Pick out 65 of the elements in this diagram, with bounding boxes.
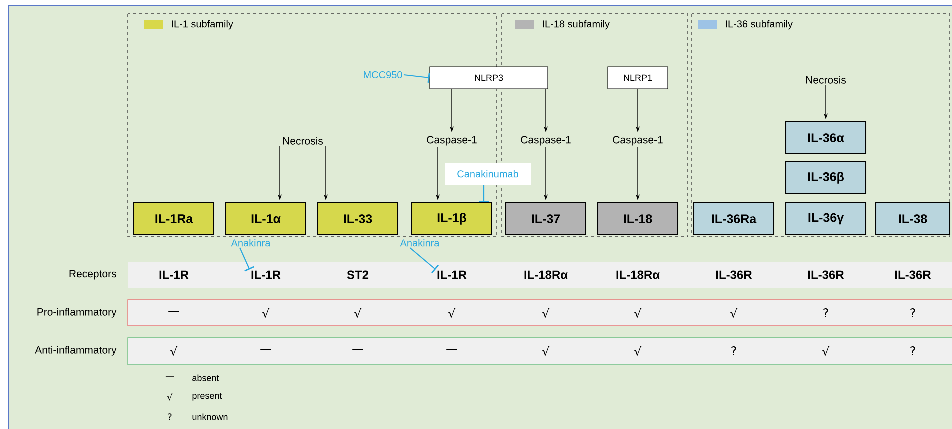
cytokine-box: IL-1α bbox=[226, 202, 306, 236]
process-box: NLRP1 bbox=[608, 66, 668, 90]
arrow bbox=[404, 72, 430, 83]
cytokine-box: IL-36γ bbox=[786, 202, 866, 236]
receptor-label: IL-36R bbox=[808, 270, 844, 280]
drug-label: Anakinra bbox=[231, 239, 271, 247]
receptor-label: IL-18Rα bbox=[616, 270, 660, 280]
cytokine-box: IL-18 bbox=[598, 202, 678, 236]
table-cell: √ bbox=[170, 346, 178, 356]
row-header: Receptors bbox=[70, 270, 116, 280]
cytokine-box: IL-36Ra bbox=[694, 202, 774, 236]
table-cell: — bbox=[168, 311, 180, 312]
process-label: Necrosis bbox=[806, 76, 846, 84]
group-box bbox=[692, 14, 950, 238]
receptor-label: IL-1R bbox=[160, 270, 189, 280]
process-label: Caspase-1 bbox=[521, 136, 571, 146]
table-cell: √ bbox=[822, 346, 830, 356]
drug-label: Canakinumab bbox=[445, 163, 531, 185]
key-label: present bbox=[192, 393, 222, 401]
key-label: absent bbox=[192, 374, 220, 382]
table-cell: √ bbox=[634, 346, 642, 356]
table-cell: — bbox=[446, 349, 458, 350]
table-cell: — bbox=[260, 349, 272, 350]
table-cell: — bbox=[352, 349, 364, 350]
process-label: Caspase-1 bbox=[613, 136, 663, 146]
legend-label: IL-1 subfamily bbox=[172, 20, 234, 30]
cytokine-box: IL-36β bbox=[786, 162, 866, 194]
cytokine-box: IL-1β bbox=[412, 202, 492, 236]
legend-label: IL-18 subfamily bbox=[543, 20, 610, 30]
legend-label: IL-36 subfamily bbox=[726, 20, 793, 30]
process-box: NLRP3 bbox=[430, 66, 548, 90]
drug-label: MCC950 bbox=[364, 71, 402, 79]
cytokine-box: IL-36α bbox=[786, 122, 866, 154]
key-symbol: ? bbox=[168, 414, 172, 420]
receptor-label: IL-1R bbox=[438, 270, 467, 280]
table-cell: √ bbox=[634, 308, 642, 318]
cytokine-box: IL-1Ra bbox=[134, 202, 214, 236]
table-cell: √ bbox=[448, 308, 456, 318]
cytokine-box: IL-33 bbox=[318, 202, 398, 236]
table-cell: √ bbox=[542, 346, 550, 356]
table-cell: √ bbox=[542, 308, 550, 318]
table-cell: √ bbox=[262, 308, 270, 318]
key-symbol: √ bbox=[167, 393, 173, 401]
table-cell: √ bbox=[730, 308, 738, 318]
table-cell: ? bbox=[910, 308, 916, 318]
row-header: Anti-inflammatory bbox=[35, 346, 117, 356]
cytokine-box: IL-38 bbox=[876, 202, 951, 236]
process-label: Necrosis bbox=[283, 137, 324, 145]
receptor-label: ST2 bbox=[347, 270, 369, 280]
receptor-label: IL-1R bbox=[252, 270, 281, 280]
table-cell: ? bbox=[732, 346, 736, 356]
arrow bbox=[240, 248, 254, 272]
table-cell: ? bbox=[910, 346, 916, 356]
receptor-label: IL-36R bbox=[716, 270, 752, 280]
drug-label: Anakinra bbox=[400, 239, 440, 247]
key-label: unknown bbox=[192, 414, 228, 420]
table-cell: ? bbox=[824, 308, 828, 318]
row-header: Pro-inflammatory bbox=[38, 308, 117, 318]
table-cell: √ bbox=[354, 308, 362, 318]
arrow bbox=[479, 185, 490, 202]
receptor-label: IL-36R bbox=[895, 270, 932, 280]
cytokine-box: IL-37 bbox=[506, 202, 586, 236]
process-label: Caspase-1 bbox=[427, 136, 477, 146]
receptor-label: IL-18Rα bbox=[524, 270, 568, 280]
key-symbol: — bbox=[166, 376, 174, 378]
